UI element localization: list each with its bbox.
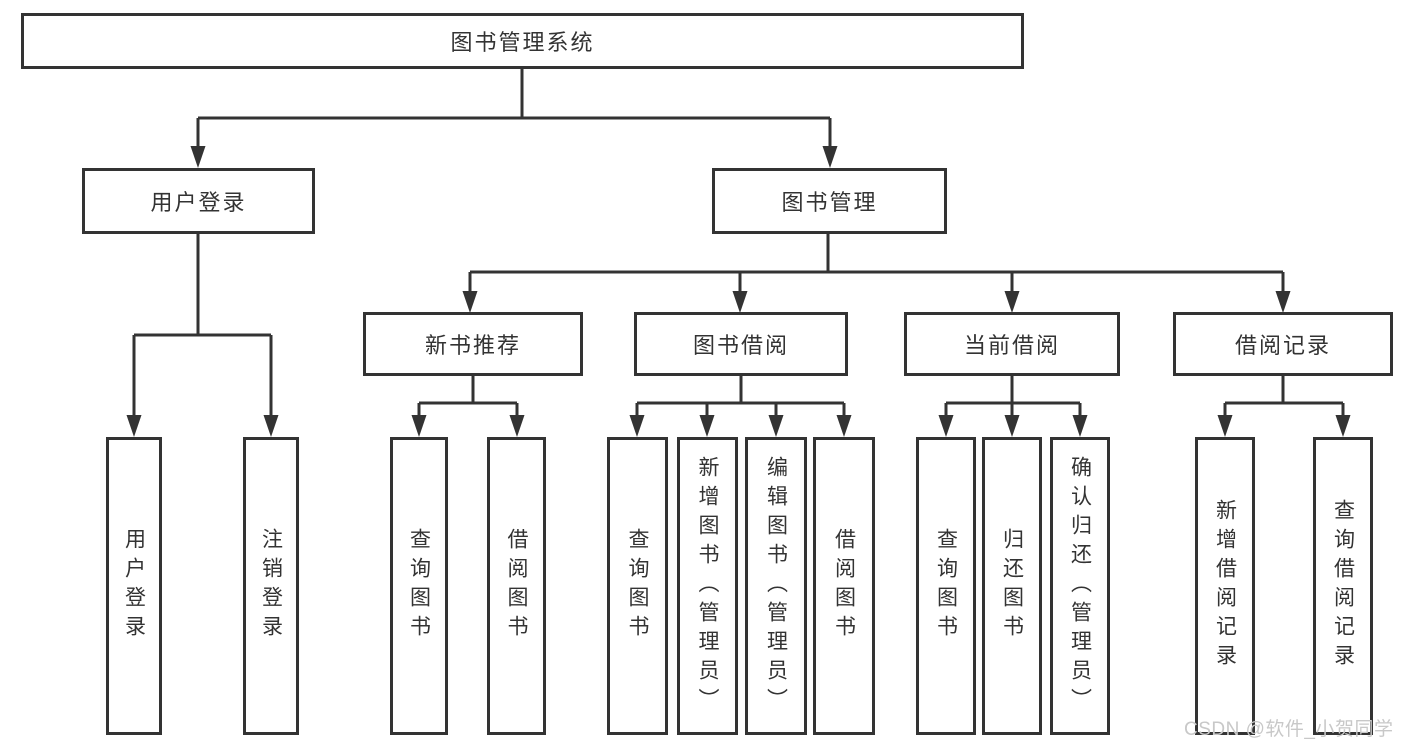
- node-book-borrowing: 图书借阅: [634, 312, 848, 376]
- leaf-edit-books-admin: 编辑图书（管理员）: [745, 437, 807, 735]
- leaf-query-books-current: 查询图书: [916, 437, 976, 735]
- leaf-query-borrow-record: 查询借阅记录: [1313, 437, 1373, 735]
- arrowheads-level3: [462, 291, 1291, 313]
- leaf-confirm-return-admin: 确认归还（管理员）: [1050, 437, 1110, 735]
- arrowheads-user-login-branch: [126, 415, 279, 437]
- arrowheads-borrow-records-branch: [1217, 415, 1351, 437]
- leaf-add-books-admin: 新增图书（管理员）: [677, 437, 738, 735]
- csdn-watermark: CSDN @软件_小贺同学: [1184, 719, 1394, 740]
- leaf-borrow-books: 借阅图书: [813, 437, 875, 735]
- connector-book-borrow-branch: [635, 376, 846, 420]
- connector-new-book-branch: [417, 376, 519, 420]
- arrowheads-book-borrow-branch: [629, 415, 852, 437]
- connector-book-mgmt-to-level3: [468, 233, 1285, 296]
- connector-current-borrow-branch: [944, 376, 1082, 420]
- node-user-login-group: 用户登录: [82, 168, 315, 234]
- leaf-query-books-borrowing: 查询图书: [607, 437, 668, 735]
- node-borrowing-records: 借阅记录: [1173, 312, 1393, 376]
- node-library-management-system: 图书管理系统: [21, 13, 1024, 69]
- node-current-borrowing: 当前借阅: [904, 312, 1120, 376]
- connector-user-login-branch: [132, 233, 273, 420]
- arrowheads-current-borrow-branch: [938, 415, 1088, 437]
- connector-borrow-records-branch: [1223, 376, 1345, 420]
- leaf-query-books-recommend: 查询图书: [390, 437, 448, 735]
- node-new-book-recommend: 新书推荐: [363, 312, 583, 376]
- node-book-management-group: 图书管理: [712, 168, 947, 234]
- arrowheads-level2: [190, 146, 838, 168]
- arrowheads-new-book-branch: [411, 415, 525, 437]
- leaf-logout: 注销登录: [243, 437, 299, 735]
- leaf-user-login: 用户登录: [106, 437, 162, 735]
- connector-root-to-level2: [196, 68, 832, 150]
- leaf-borrow-books-recommend: 借阅图书: [487, 437, 546, 735]
- leaf-return-books: 归还图书: [982, 437, 1042, 735]
- leaf-add-borrow-record: 新增借阅记录: [1195, 437, 1255, 735]
